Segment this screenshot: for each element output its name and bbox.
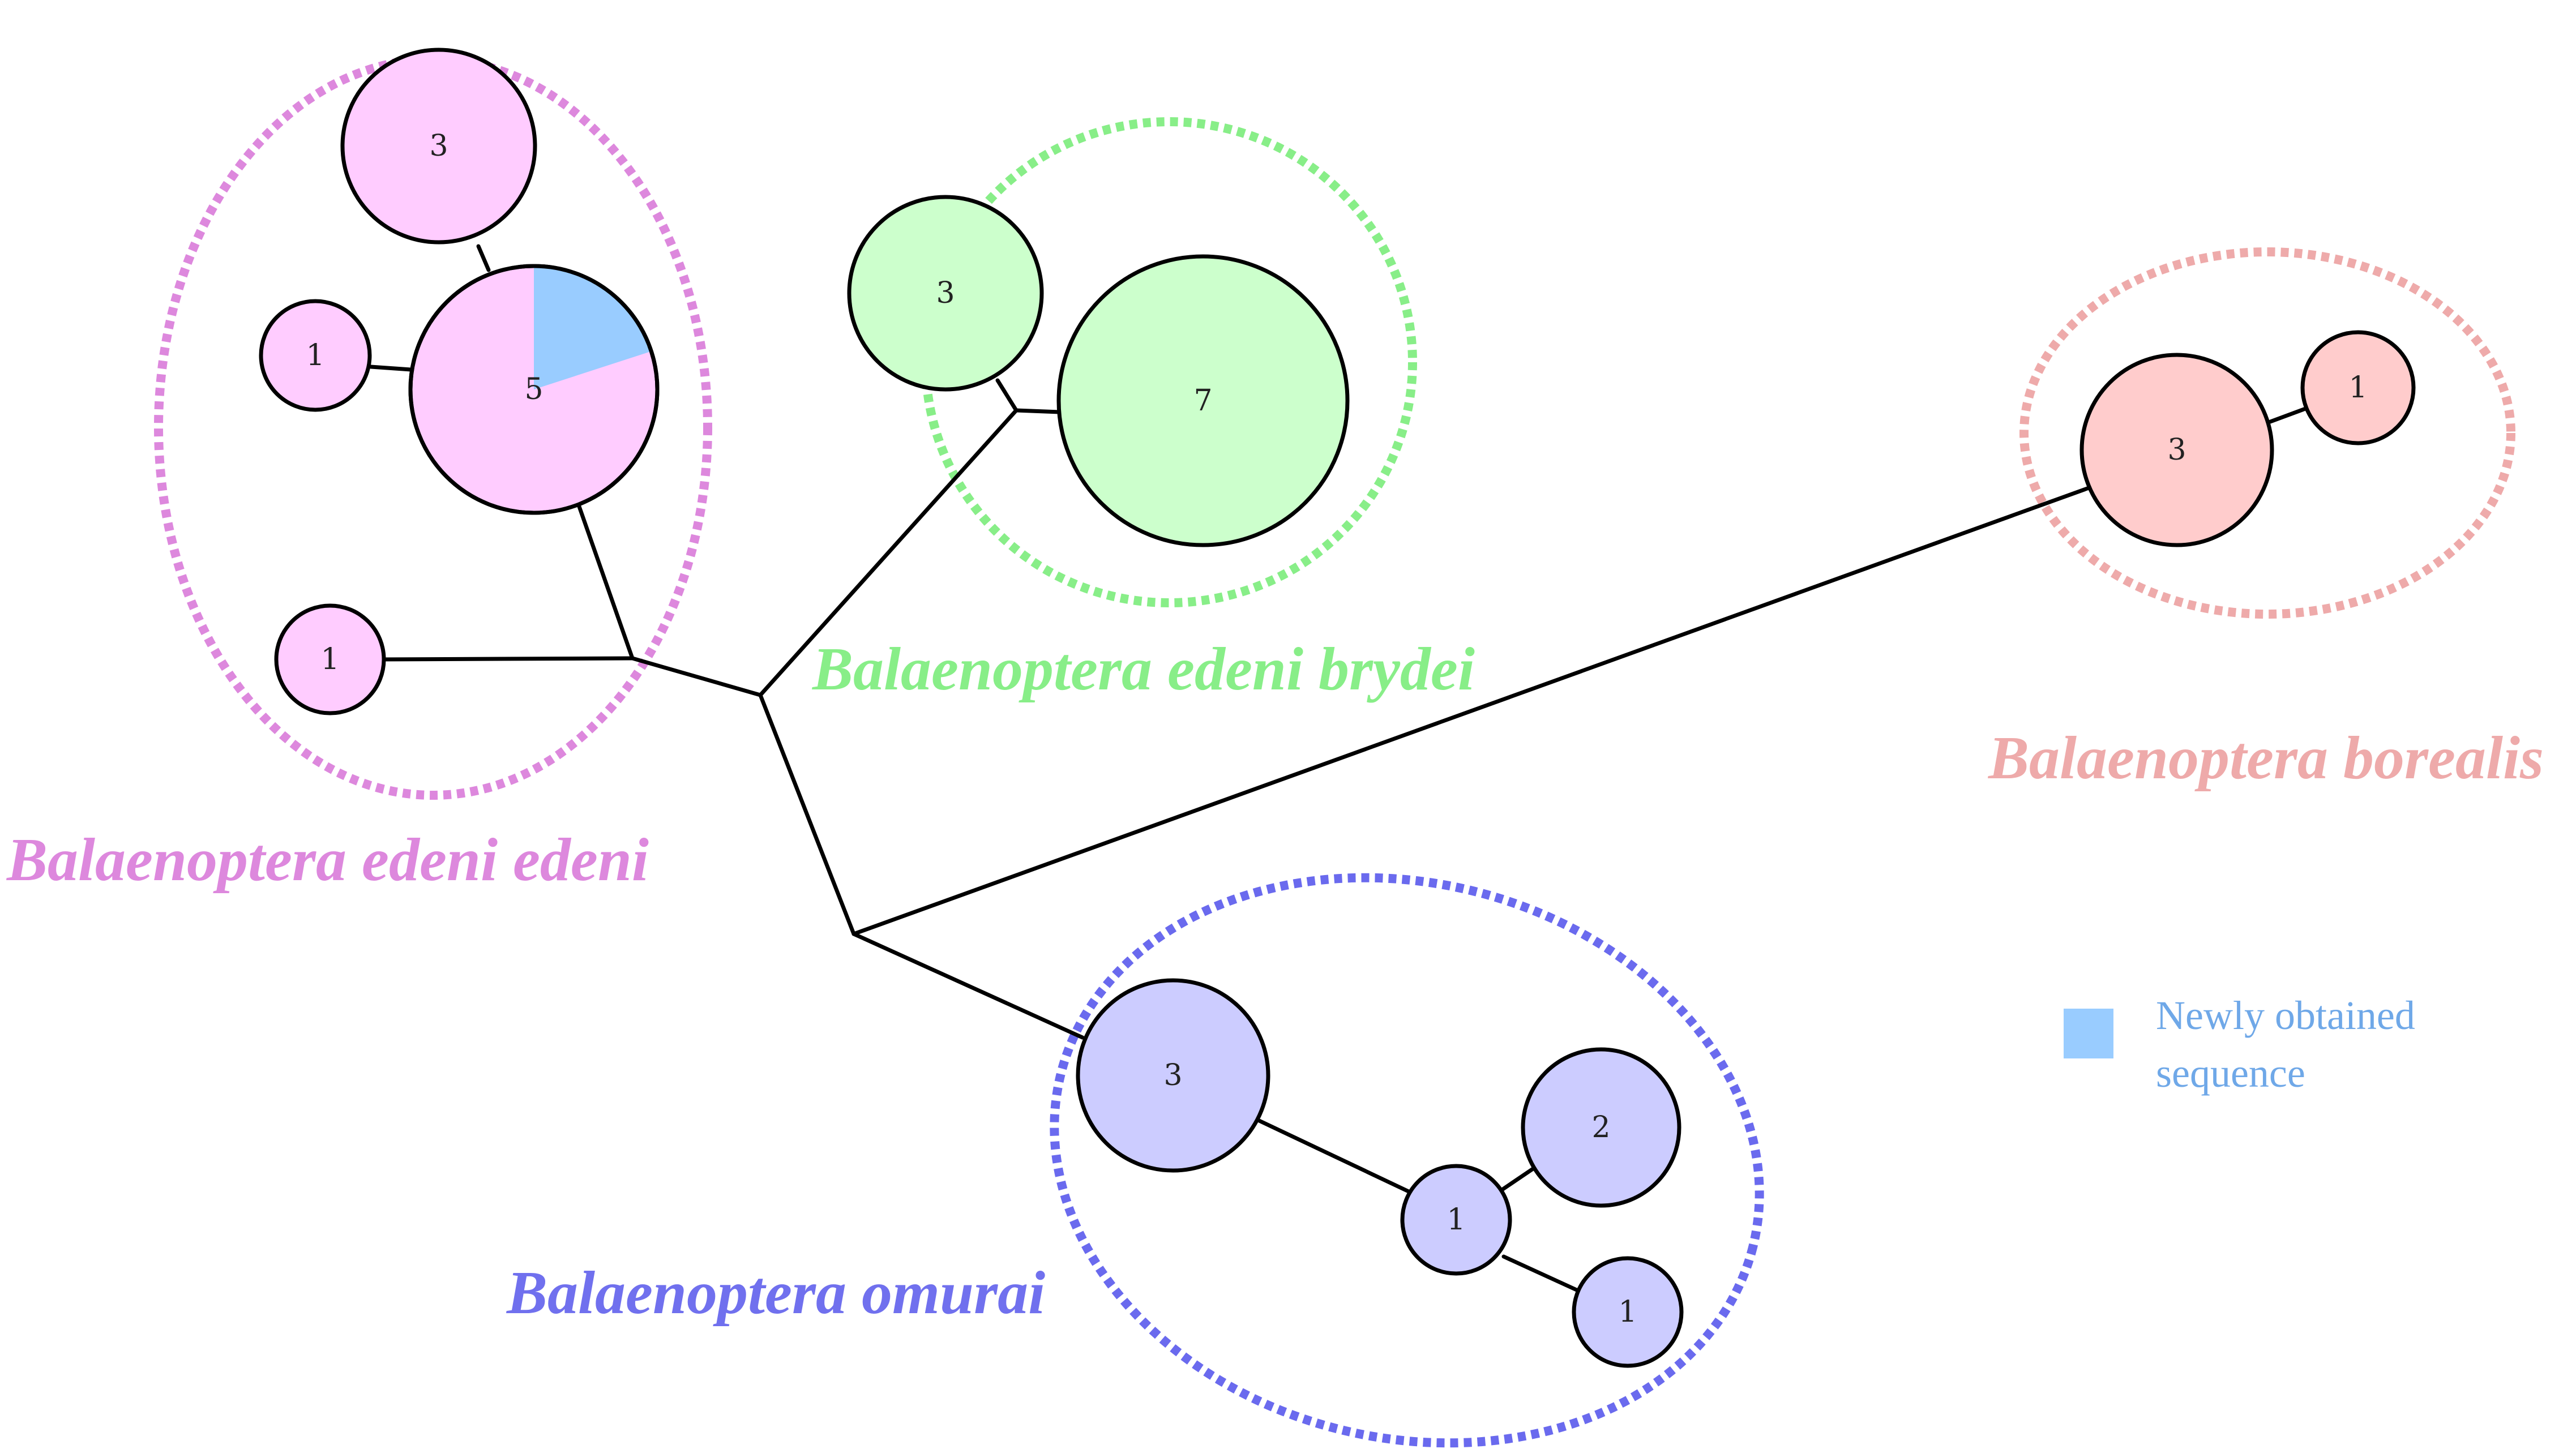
newly-obtained-slice <box>534 266 652 389</box>
edge <box>1255 1117 1411 1194</box>
node-h1: 3 <box>340 48 537 245</box>
group-boundary-borealis <box>2019 247 2515 619</box>
haplotype-count: 3 <box>1163 1058 1182 1092</box>
haplotype-node <box>1056 254 1350 547</box>
haplotype-count: 1 <box>1447 1203 1465 1237</box>
node-h4: 1 <box>274 603 386 715</box>
group-label-borealis: Balaenoptera borealis <box>1988 724 2544 792</box>
edge <box>630 656 763 697</box>
edge <box>369 365 413 372</box>
haplotype-node-outline <box>408 264 660 515</box>
node-h12: 1 <box>1572 1256 1684 1368</box>
haplotype-node <box>259 299 372 412</box>
node-h10: 2 <box>1521 1047 1681 1208</box>
haplotype-count: 5 <box>524 372 543 406</box>
node-h7: 3 <box>2079 353 2274 547</box>
edge <box>476 244 491 272</box>
node-h11: 1 <box>1400 1164 1512 1276</box>
node-h5: 3 <box>847 195 1044 392</box>
node-h9: 3 <box>1076 978 1270 1173</box>
haplotype-node <box>1076 978 1270 1173</box>
edge <box>1501 1254 1580 1293</box>
haplotype-node <box>340 48 537 245</box>
haplotype-count: 1 <box>306 338 324 372</box>
haplotype-node <box>2300 330 2416 445</box>
haplotype-node <box>274 603 386 715</box>
haplotype-node <box>1521 1047 1681 1208</box>
haplotype-node <box>1572 1256 1684 1368</box>
node-h8: 1 <box>2300 330 2416 445</box>
legend-label-line2: sequence <box>2156 1051 2305 1096</box>
legend: Newly obtained sequence <box>2064 993 2415 1096</box>
legend-label-line1: Newly obtained <box>2156 993 2415 1038</box>
group-label-edeni-edeni: Balaenoptera edeni edeni <box>6 826 649 894</box>
haplotype-node <box>1400 1164 1512 1276</box>
edge <box>380 656 635 662</box>
edge <box>2268 406 2308 424</box>
network-edges <box>369 244 2308 1293</box>
edge <box>758 408 1019 697</box>
edge <box>758 693 856 936</box>
edge <box>995 378 1019 413</box>
edge <box>851 932 1085 1040</box>
haplotype-count: 3 <box>429 129 448 163</box>
group-label-omurai: Balaenoptera omurai <box>506 1259 1045 1327</box>
node-h3: 5 <box>408 264 660 515</box>
haplotype-count: 7 <box>1193 384 1212 418</box>
edge <box>576 503 635 661</box>
haplotype-count: 2 <box>1591 1111 1610 1144</box>
haplotype-count: 1 <box>2348 371 2367 405</box>
haplotype-node <box>2079 353 2274 547</box>
haplotype-count: 3 <box>936 276 955 310</box>
edge <box>1500 1165 1538 1192</box>
haplotype-node <box>847 195 1044 392</box>
group-label-edeni-brydei: Balaenoptera edeni brydei <box>812 636 1475 703</box>
node-h2: 1 <box>259 299 372 412</box>
node-h6: 7 <box>1056 254 1350 547</box>
group-boundary-omurai <box>1050 873 1764 1448</box>
haplotype-count: 3 <box>2167 433 2186 467</box>
haplotype-count: 1 <box>1618 1295 1637 1329</box>
edge <box>1014 408 1062 414</box>
group-boundary-edeni-brydei <box>921 117 1417 607</box>
haplotype-count: 1 <box>320 642 339 676</box>
edge <box>851 485 2094 936</box>
legend-swatch <box>2064 1009 2113 1058</box>
